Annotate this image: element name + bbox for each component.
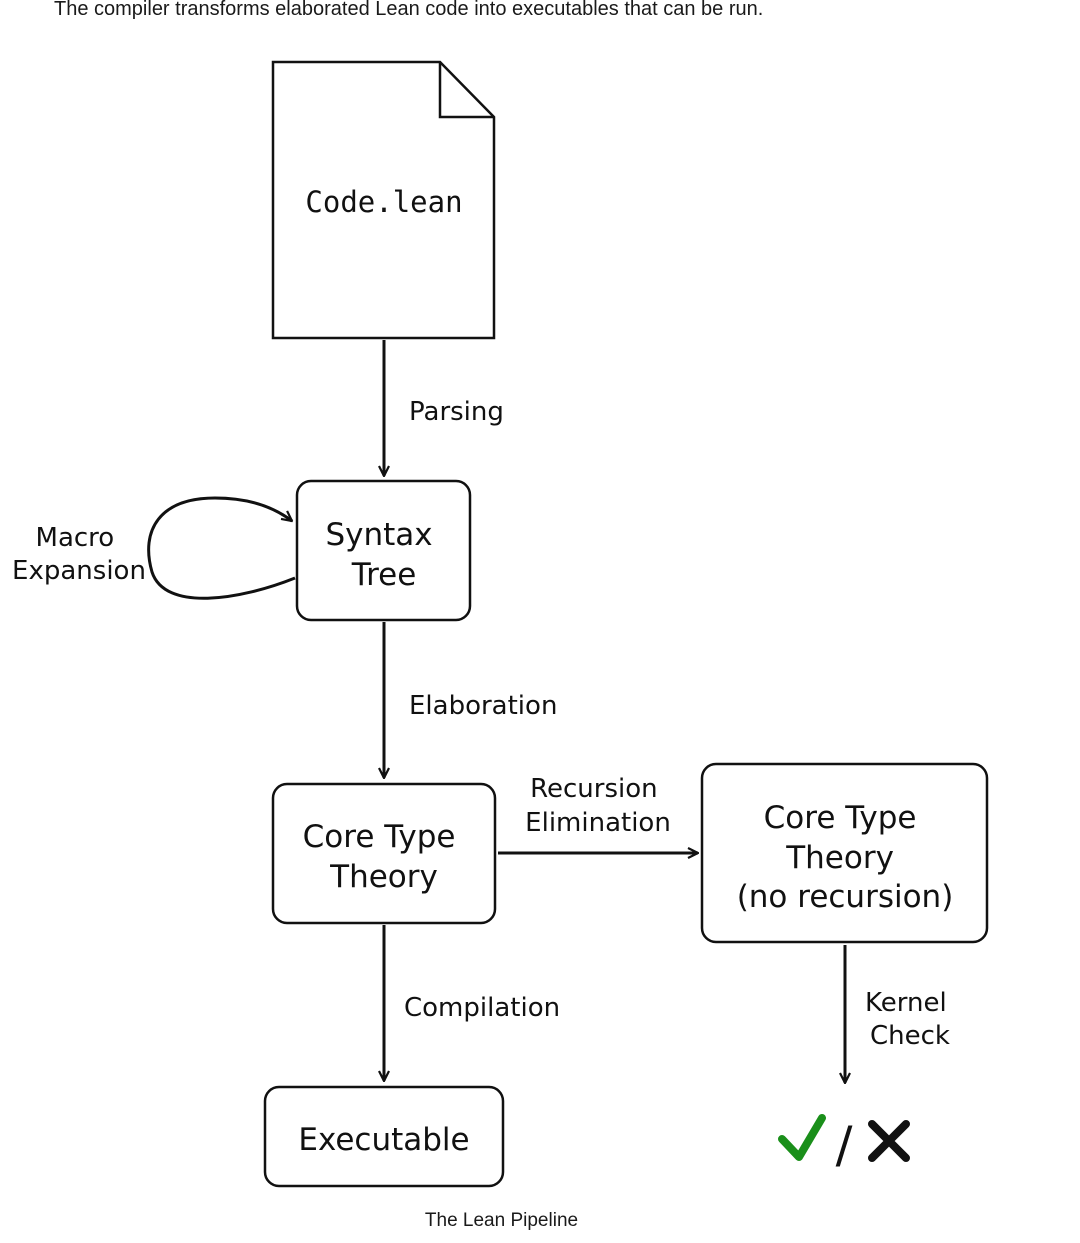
parsing-label: Parsing — [409, 397, 504, 427]
macro-expansion-label: Macro Expansion — [12, 523, 146, 586]
elaboration-label: Elaboration — [409, 691, 557, 721]
intro-text: The compiler transforms elaborated Lean … — [54, 0, 764, 20]
macro-expansion-loop-arrow — [147, 496, 296, 600]
core-no-recursion-label: Core Type Theory (no recursion) — [737, 800, 954, 915]
source-file-node: Code.lean — [271, 60, 496, 340]
core-type-theory-label: Core Type Theory — [303, 819, 466, 895]
syntax-tree-label: Syntax Tree — [325, 517, 442, 593]
compilation-label: Compilation — [404, 993, 560, 1023]
source-file-label: Code.lean — [305, 185, 462, 219]
result-separator: / — [836, 1116, 853, 1174]
document-icon — [271, 60, 496, 340]
kernel-check-label: Kernel Check — [865, 988, 955, 1051]
syntax-tree-node: Syntax Tree — [295, 479, 472, 622]
core-no-recursion-node: Core Type Theory (no recursion) — [700, 762, 989, 944]
recursion-elimination-label: Recursion Elimination — [525, 774, 671, 838]
kernel-check-result: / — [778, 1114, 910, 1174]
figure-caption: The Lean Pipeline — [424, 1210, 579, 1231]
cross-icon — [868, 1120, 910, 1162]
executable-node: Executable — [263, 1085, 505, 1188]
check-icon — [778, 1114, 826, 1161]
core-type-theory-node: Core Type Theory — [271, 782, 497, 925]
executable-label: Executable — [298, 1122, 469, 1158]
